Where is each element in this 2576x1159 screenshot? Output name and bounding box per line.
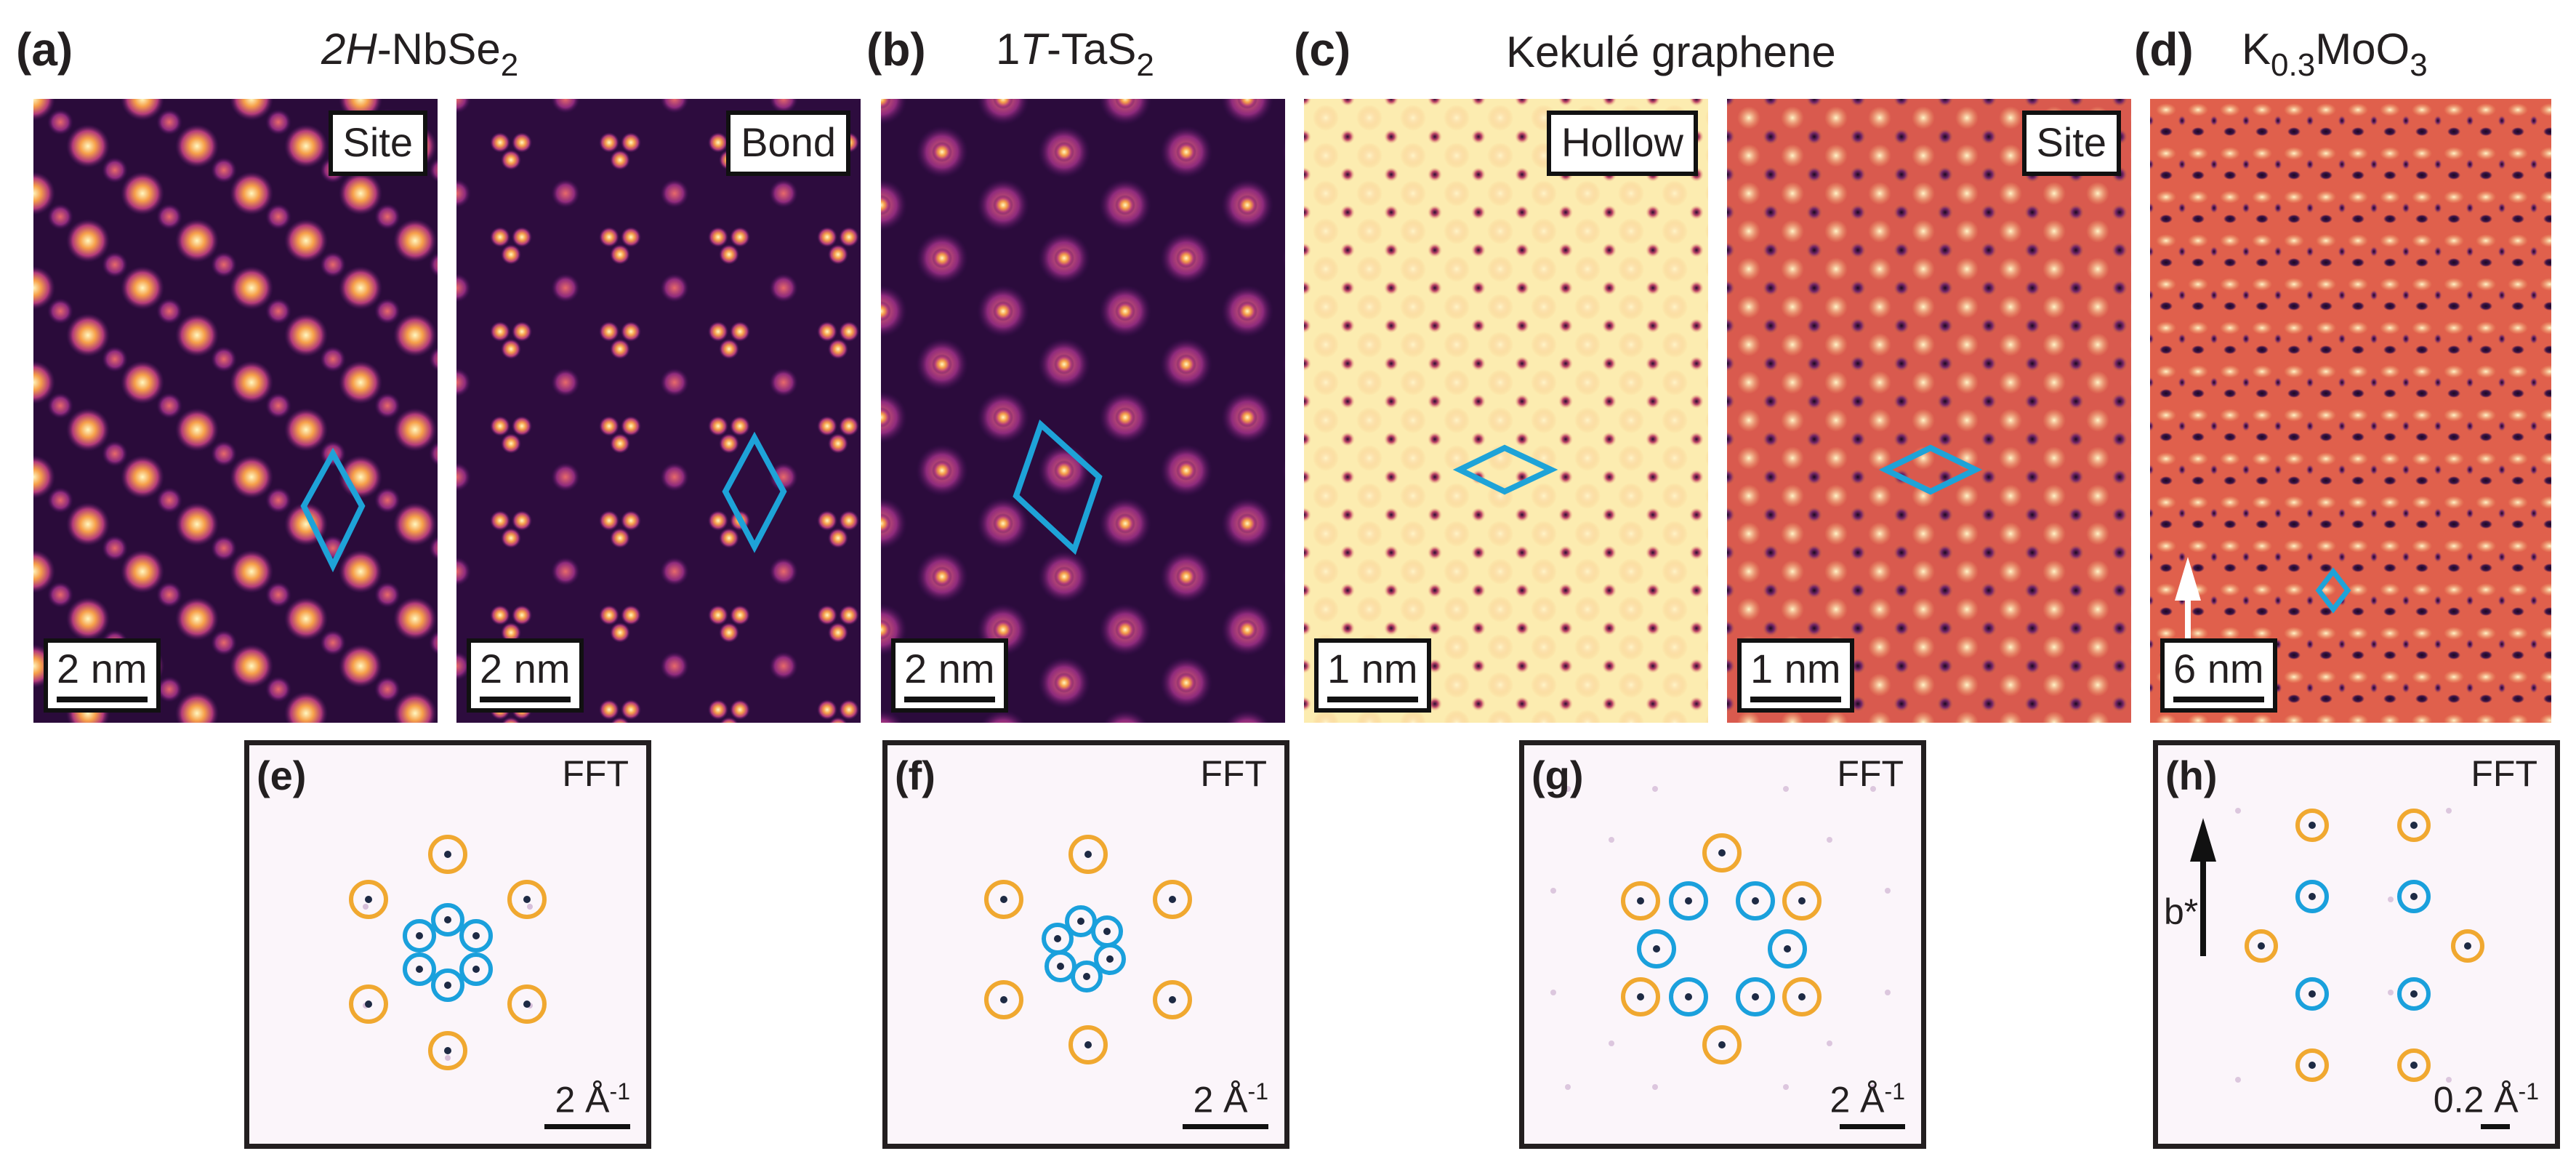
- reciprocal-axis-label: b*: [2164, 891, 2199, 932]
- fft-scale-h: 0.2 Å-1: [2434, 1080, 2539, 1129]
- fft-scale-g: 2 Å-1: [1830, 1080, 1905, 1129]
- stm-image-k03moo3: 6 nm: [2150, 99, 2551, 723]
- stm-image-kekule-hollow: Hollow 1 nm: [1304, 99, 1708, 723]
- fft-tag: FFT: [562, 753, 629, 794]
- panel-label-f: (f): [895, 753, 935, 798]
- fft-panel-f: (f) FFT 2 Å-1: [882, 740, 1289, 1149]
- fft-tag: FFT: [1837, 753, 1904, 794]
- title-d: K0.3MoO3: [2242, 25, 2428, 83]
- title-b: 11TT-TaS2: [996, 25, 1154, 83]
- unit-cell-diamond: [722, 431, 787, 553]
- unit-cell-diamond: [1878, 444, 1983, 495]
- panel-label-e: (e): [257, 753, 307, 798]
- fft-scale-f: 2 Å-1: [1183, 1080, 1268, 1129]
- fft-tag: FFT: [2471, 753, 2537, 794]
- stm-image-tas2: 2 nm: [881, 99, 1285, 723]
- panel-label-d: (d): [2134, 23, 2194, 76]
- panel-label-g: (g): [1531, 753, 1584, 798]
- mode-tag-hollow: Hollow: [1546, 111, 1698, 176]
- fft-scale-e: 2 Å-1: [544, 1080, 630, 1129]
- scale-bar-d: 6 nm: [2160, 638, 2277, 713]
- panel-label-h: (h): [2165, 753, 2218, 798]
- unit-cell-diamond: [2315, 567, 2351, 614]
- panel-label-a: (a): [16, 23, 73, 76]
- fft-panel-g: (g) FFT 2 Å-1: [1519, 740, 1926, 1149]
- stm-image-kekule-site: Site 1 nm: [1727, 99, 2131, 723]
- mode-tag-site-c: Site: [2021, 111, 2121, 176]
- arrow-up-icon: [2190, 818, 2216, 862]
- fft-panel-h: <"/> (h) FFT b* 0.2 Å-1: [2153, 740, 2560, 1149]
- scale-bar-a2: 2 nm: [467, 638, 584, 713]
- scale-bar-c2: 1 nm: [1737, 638, 1854, 713]
- scale-bar-b: 2 nm: [891, 638, 1008, 713]
- panel-label-b: (b): [866, 23, 926, 76]
- stm-image-nbse2-bond: Bond 2 nm: [456, 99, 861, 723]
- panel-label-c: (c): [1294, 23, 1351, 76]
- fft-panel-e: (e) FFT 2 Å-1: [244, 740, 651, 1149]
- arrow-head-icon: [2175, 557, 2201, 601]
- stm-image-nbse2-site: Site 2 nm: [33, 99, 438, 723]
- mode-tag-site: Site: [328, 111, 427, 176]
- title-c: Kekulé graphene: [1506, 28, 1836, 76]
- scale-bar-a1: 2 nm: [44, 638, 161, 713]
- scale-bar-c1: 1 nm: [1314, 638, 1431, 713]
- fft-tag: FFT: [1200, 753, 1267, 794]
- unit-cell-diamond: [1452, 444, 1558, 495]
- mode-tag-bond: Bond: [726, 111, 850, 176]
- title-a: 2H-NbSe2: [321, 25, 519, 83]
- unit-cell-diamond: [1013, 419, 1103, 556]
- unit-cell-diamond: [300, 447, 366, 573]
